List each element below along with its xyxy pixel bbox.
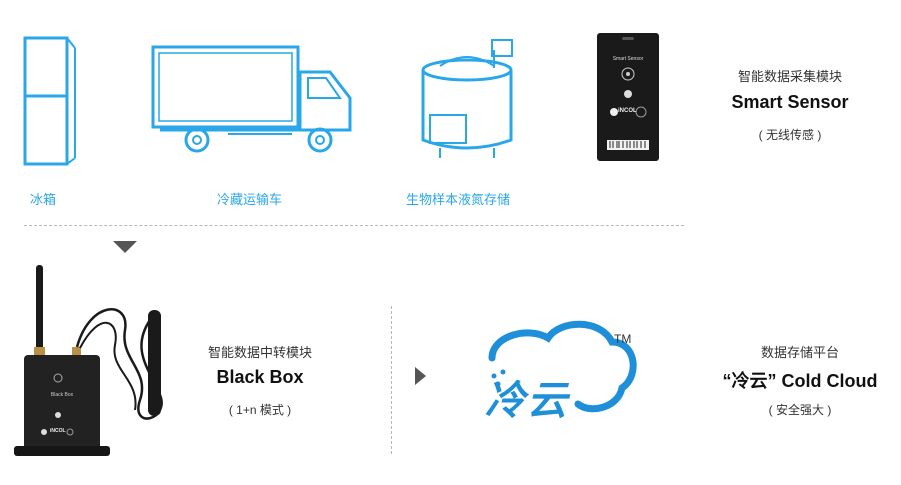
vertical-divider [391,306,392,454]
sensor-cn-title: 智能数据采集模块 [737,69,842,84]
fridge-label: 冰箱 [30,192,57,207]
truck-label: 冷藏运输车 [217,192,283,207]
cloud-note: ( 安全强大 ) [768,403,832,417]
down-arrow-icon [113,241,137,253]
black-box-en-title: Black Box [216,367,304,387]
right-arrow-icon [415,367,426,385]
black-box-device-brand: iNCOL [50,428,66,434]
section-divider [24,225,684,226]
cloud-cn-title: 数据存储平台 [760,345,839,360]
sensor-note: ( 无线传感 ) [758,128,822,142]
sensor-en-title: Smart Sensor [731,92,849,112]
black-box-cn-title: 智能数据中转模块 [207,345,312,360]
sensor-card-title: Smart Sensor [612,56,644,62]
tank-label: 生物样本液氮存储 [406,192,511,207]
black-box-device-label: Black Box [50,392,74,398]
cold-cloud-logo-text: 冷云 [485,379,569,423]
trademark-mark: TM [614,332,632,346]
cloud-en-title: “冷云” Cold Cloud [722,371,878,391]
sensor-card-brand: iNCOL [618,108,637,114]
black-box-note: ( 1+n 模式 ) [228,403,292,417]
